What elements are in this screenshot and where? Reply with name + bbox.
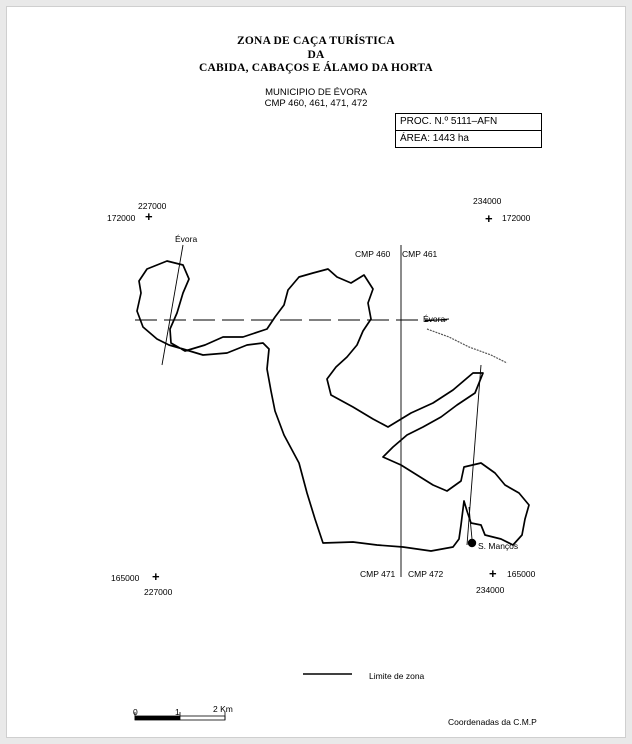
place-label-evora-right: Évora	[423, 314, 446, 324]
coord-top-right-y: 172000	[502, 213, 531, 223]
process-info-box: PROC. N.º 5111–AFN ÁREA: 1443 ha	[395, 113, 542, 148]
coord-top-left-x: 227000	[138, 201, 167, 211]
scale-tick-2: 2 Km	[213, 704, 233, 714]
coord-top-right-x: 234000	[473, 196, 502, 206]
sheet-label-cmp471: CMP 471	[360, 569, 396, 579]
scale-bar	[134, 712, 226, 721]
coord-top-left-y: 172000	[107, 213, 136, 223]
title-line-2: DA	[307, 49, 325, 61]
sheet-label-cmp460: CMP 460	[355, 249, 391, 259]
evora-pointer-line	[424, 318, 450, 322]
process-number: PROC. N.º 5111–AFN	[400, 116, 498, 127]
title-line-1: ZONA DE CAÇA TURÍSTICA	[237, 35, 395, 47]
s-mancos-marker	[467, 538, 477, 548]
coordinates-note: Coordenadas da C.M.P	[448, 717, 537, 727]
title-line-3: CABIDA, CABAÇOS E ÁLAMO DA HORTA	[199, 62, 433, 74]
coord-bottom-right-x: 234000	[476, 585, 505, 595]
area-value: ÁREA: 1443 ha	[396, 130, 541, 147]
grid-cross-top-right: +	[485, 211, 493, 226]
grid-cross-bottom-left: +	[152, 569, 160, 584]
scale-tick-1: 1	[175, 707, 180, 717]
map-sheet: ZONA DE CAÇA TURÍSTICA DA CABIDA, CABAÇO…	[6, 6, 626, 738]
s-mancos-road	[468, 506, 473, 540]
municipality-label: MUNICIPIO DE ÉVORA	[265, 87, 367, 98]
grid-cross-top-left: +	[145, 209, 153, 224]
grid-cross-bottom-right: +	[489, 566, 497, 581]
place-label-s-mancos: S. Manços	[478, 541, 519, 551]
legend-zone-limit-label: Limite de zona	[369, 671, 425, 681]
railway-line	[426, 328, 508, 364]
coord-bottom-left-x: 227000	[144, 587, 173, 597]
hunting-zone-boundary	[136, 260, 530, 552]
sheet-label-cmp461: CMP 461	[402, 249, 438, 259]
map-drawing	[134, 244, 530, 721]
coord-bottom-left-y: 165000	[111, 573, 140, 583]
cmp-sheets-label: CMP 460, 461, 471, 472	[264, 98, 368, 109]
sheet-label-cmp472: CMP 472	[408, 569, 444, 579]
place-label-evora-top: Évora	[175, 234, 198, 244]
coord-bottom-right-y: 165000	[507, 569, 536, 579]
